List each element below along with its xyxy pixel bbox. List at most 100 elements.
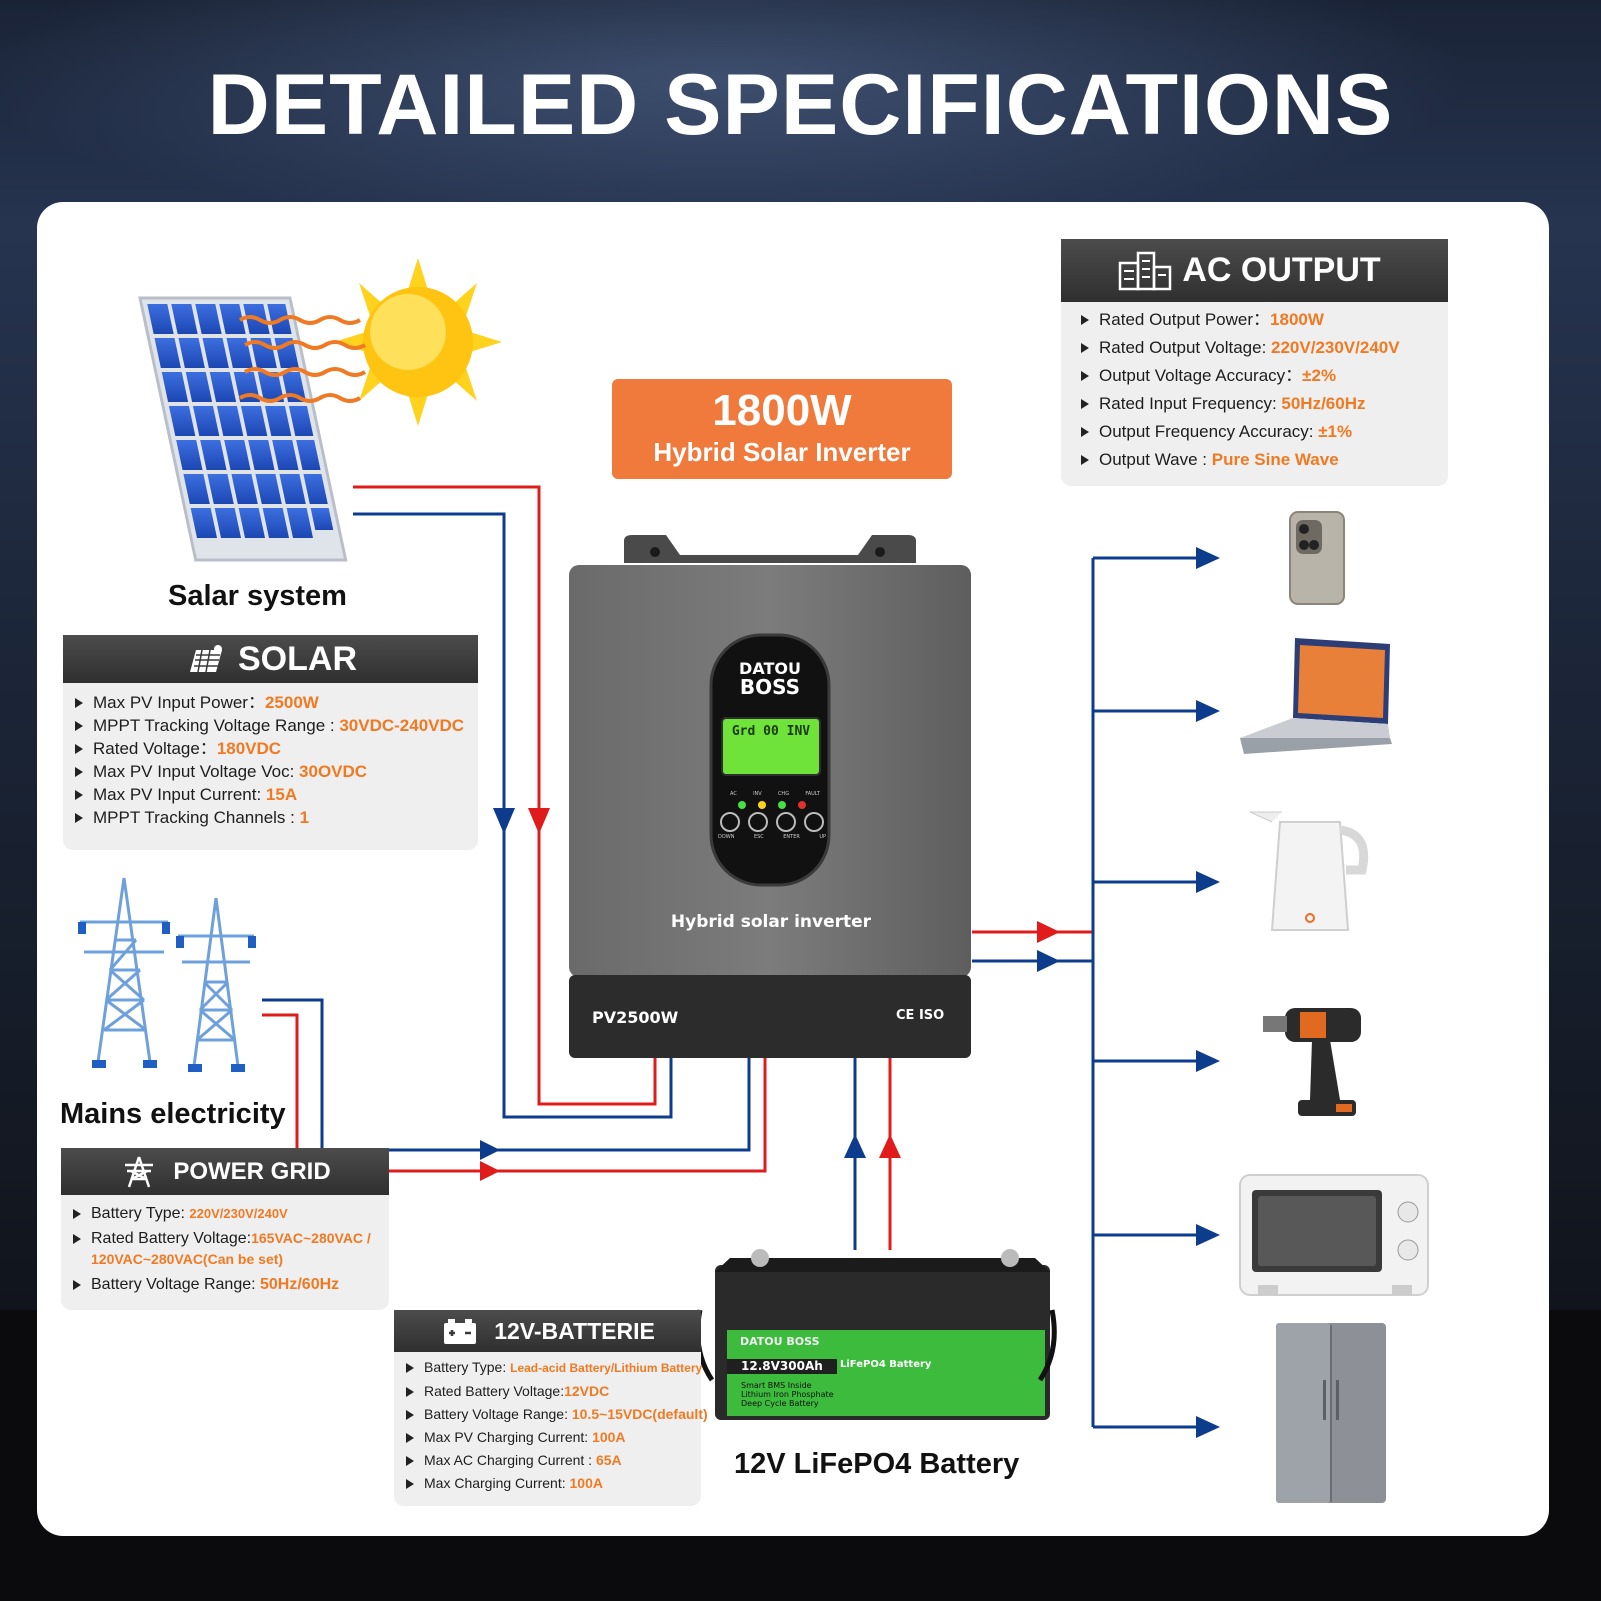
list-item: MPPT Tracking Voltage Range : 30VDC-240V… [75, 714, 468, 737]
list-item: Battery Type: 220V/230V/240V [73, 1203, 383, 1224]
spec-key: MPPT Tracking Voltage Range : [93, 716, 340, 735]
list-item: Rated Voltage：180VDC [75, 737, 468, 760]
inverter-name: Hybrid Solar Inverter [653, 437, 911, 467]
battery-brand: DATOU BOSS [740, 1335, 820, 1348]
led-label: AC [730, 791, 737, 797]
spec-key: Rated Battery Voltage: [91, 1230, 252, 1247]
battery-desc-3: Deep Cycle Battery [741, 1399, 819, 1408]
inverter-model: PV2500W [592, 1008, 679, 1027]
ac-output-spec-box: AC OUTPUT Rated Output Power：1800W Rated… [1061, 239, 1448, 486]
brand-line-2: BOSS [739, 675, 801, 699]
spec-key: Rated Battery Voltage: [424, 1383, 565, 1399]
solar-header-label: SOLAR [238, 639, 357, 678]
inverter-button-labels: DOWN ESC ENTER UP [718, 834, 826, 840]
esc-button: ESC [753, 834, 764, 840]
spec-value: 100A [592, 1429, 626, 1445]
solar-wire-blue [353, 512, 673, 1119]
spec-value: 1 [299, 808, 310, 827]
kettle-icon [1249, 811, 1369, 931]
battery-chem: LiFePO4 Battery [840, 1359, 932, 1370]
ac-output-header-label: AC OUTPUT [1182, 251, 1381, 289]
list-item: Rated Output Voltage: 220V/230V/240V [1081, 334, 1438, 362]
led-label: FAULT [805, 791, 820, 797]
list-item: Max PV Input Voltage Voc: 30OVDC [75, 760, 468, 783]
power-grid-spec-list: Battery Type: 220V/230V/240V Rated Batte… [61, 1195, 389, 1305]
spec-value: 220V/230V/240V [1271, 338, 1400, 357]
battery-desc-1: Smart BMS Inside [741, 1381, 812, 1390]
spec-key: MPPT Tracking Channels : [93, 808, 300, 827]
spec-value: 180VDC [216, 739, 282, 758]
inverter-caption: Hybrid solar inverter [670, 912, 872, 932]
list-item: Max PV Input Power：2500W [75, 691, 468, 714]
battery-desc: Smart BMS Inside Lithium Iron Phosphate … [741, 1381, 834, 1408]
spec-value: 220V/230V/240V [189, 1206, 288, 1221]
down-button: DOWN [718, 834, 735, 840]
battery-icon [440, 1314, 480, 1348]
ac-output-header: AC OUTPUT [1061, 239, 1448, 302]
spec-key: Max PV Input Current: [93, 785, 266, 804]
battery-spec-box: 12V-BATTERIE Battery Type: Lead-acid Bat… [394, 1310, 708, 1506]
list-item: Battery Voltage Range: 10.5~15VDC(defaul… [406, 1403, 708, 1426]
battery-rating: 12.8V300Ah [741, 1359, 823, 1373]
inverter-lcd: Grd 00 INV [731, 724, 811, 739]
spec-key: Rated Output Voltage: [1099, 338, 1272, 357]
solar-wire-red [353, 485, 657, 1106]
spec-value: 2500W [264, 693, 319, 712]
battery-device [695, 1249, 1057, 1420]
battery-spec-list: Battery Type: Lead-acid Battery/Lithium … [394, 1352, 708, 1505]
list-item: Output Frequency Accuracy: ±1% [1081, 418, 1438, 446]
spec-value: 50Hz/60Hz [260, 1276, 340, 1293]
inverter-device [569, 535, 971, 1058]
spec-key: Output Voltage Accuracy： [1099, 366, 1303, 385]
brand-line-1: DATOU [739, 659, 801, 678]
list-item: Rated Output Power：1800W [1081, 306, 1438, 334]
spec-value: 1800W [1270, 310, 1324, 329]
spec-key: Rated Voltage： [93, 739, 217, 758]
list-item: Max AC Charging Current : 65A [406, 1449, 691, 1472]
ac-output-spec-list: Rated Output Power：1800W Rated Output Vo… [1061, 302, 1448, 484]
solar-panel-icon [184, 642, 224, 676]
spec-value: Pure Sine Wave [1211, 450, 1339, 469]
spec-value: 65A [595, 1452, 622, 1468]
smartphone-icon [1289, 511, 1345, 605]
spec-key: Output Wave : [1099, 450, 1212, 469]
spec-key: Battery Voltage Range: [424, 1406, 572, 1422]
wires [262, 485, 1200, 1429]
sun-icon [334, 258, 502, 426]
spec-key: Max Charging Current: [424, 1475, 570, 1491]
enter-button: ENTER [783, 834, 800, 840]
spec-value: 100A [569, 1475, 603, 1491]
list-item: Max PV Input Current: 15A [75, 783, 468, 806]
inverter-cert: CE ISO [896, 1008, 945, 1023]
battery-desc-2: Lithium Iron Phosphate [741, 1390, 834, 1399]
battery-header: 12V-BATTERIE [394, 1310, 701, 1352]
spec-value: ±1% [1318, 422, 1353, 441]
spec-value: 12VDC [564, 1383, 610, 1399]
solar-spec-list: Max PV Input Power：2500W MPPT Tracking V… [63, 683, 478, 839]
solar-caption: Salar system [168, 580, 347, 612]
spec-key: Battery Type: [91, 1205, 190, 1222]
spec-value: 10.5~15VDC(default) [571, 1406, 708, 1422]
spec-value: ±2% [1302, 366, 1337, 385]
power-grid-spec-box: POWER GRID Battery Type: 220V/230V/240V … [61, 1148, 389, 1310]
spec-key: Output Frequency Accuracy: [1099, 422, 1319, 441]
led-label: CHG [777, 791, 790, 797]
list-item: Rated Input Frequency: 50Hz/60Hz [1081, 390, 1438, 418]
spec-key: Max PV Input Power： [93, 693, 265, 712]
spec-value: 50Hz/60Hz [1281, 394, 1366, 413]
list-item: MPPT Tracking Channels : 1 [75, 806, 468, 829]
ac-output-icon [1119, 251, 1172, 290]
up-button: UP [819, 834, 826, 840]
spec-value: 30OVDC [299, 762, 368, 781]
power-grid-header-label: POWER GRID [173, 1157, 331, 1185]
battery-caption: 12V LiFePO4 Battery [734, 1448, 1020, 1480]
spec-key: Max AC Charging Current : [424, 1452, 596, 1468]
spec-value: 15A [265, 785, 298, 804]
solar-panel-icon [138, 296, 348, 562]
laptop-icon [1240, 638, 1392, 754]
solar-spec-box: SOLAR Max PV Input Power：2500W MPPT Trac… [63, 635, 478, 850]
list-item: Max Charging Current: 100A [406, 1472, 691, 1495]
list-item: Rated Battery Voltage:165VAC~280VAC / 12… [73, 1228, 383, 1270]
list-item: Output Wave : Pure Sine Wave [1081, 446, 1438, 474]
